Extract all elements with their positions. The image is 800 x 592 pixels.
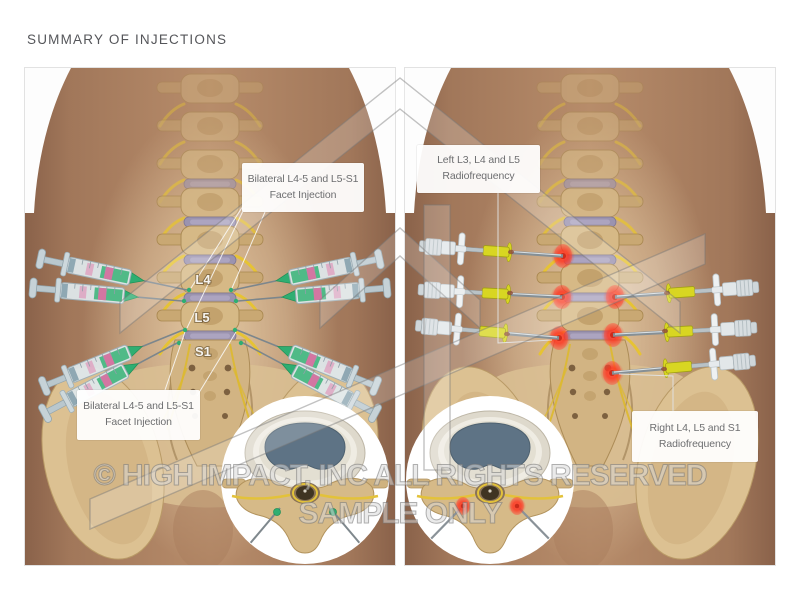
facet-target-dots <box>176 287 244 346</box>
facet-injection-panel: L4 L5 S1 <box>24 67 396 566</box>
axial-inset-rf <box>406 396 574 564</box>
callout-line: Right L4, L5 and S1 <box>649 421 741 434</box>
vertebra-label-l4: L4 <box>195 272 211 287</box>
callout-line: Facet Injection <box>269 188 337 201</box>
radiofrequency-art <box>405 68 775 565</box>
vertebra-label-s1: S1 <box>195 344 211 359</box>
callout-rf-bottom: Right L4, L5 and S1 Radiofrequency <box>632 411 758 462</box>
callout-line: Bilateral L4-5 and L5-S1 <box>83 400 194 413</box>
facet-injection-art: L4 L5 S1 <box>25 68 395 565</box>
axial-inset-facet <box>221 396 389 564</box>
skin-entry-dots <box>504 249 670 372</box>
panel-group: L4 L5 S1 <box>24 67 776 566</box>
callout-line: Radiofrequency <box>442 170 515 182</box>
leader-lines <box>497 193 674 411</box>
callout-facet-top: Bilateral L4-5 and L5-S1 Facet Injection <box>242 163 364 212</box>
page-title: SUMMARY OF INJECTIONS <box>27 32 228 47</box>
callout-line: Facet Injection <box>105 416 172 428</box>
leader-lines <box>164 205 266 397</box>
callout-rf-top: Left L3, L4 and L5 Radiofrequency <box>417 145 540 193</box>
callout-facet-bottom: Bilateral L4-5 and L5-S1 Facet Injection <box>77 390 200 440</box>
callout-line: Bilateral L4-5 and L5-S1 <box>247 172 359 185</box>
radiofrequency-panel <box>404 67 776 566</box>
vertebra-label-l5: L5 <box>194 310 209 325</box>
callout-line: Radiofrequency <box>658 437 732 450</box>
callout-line: Left L3, L4 and L5 <box>437 154 520 167</box>
